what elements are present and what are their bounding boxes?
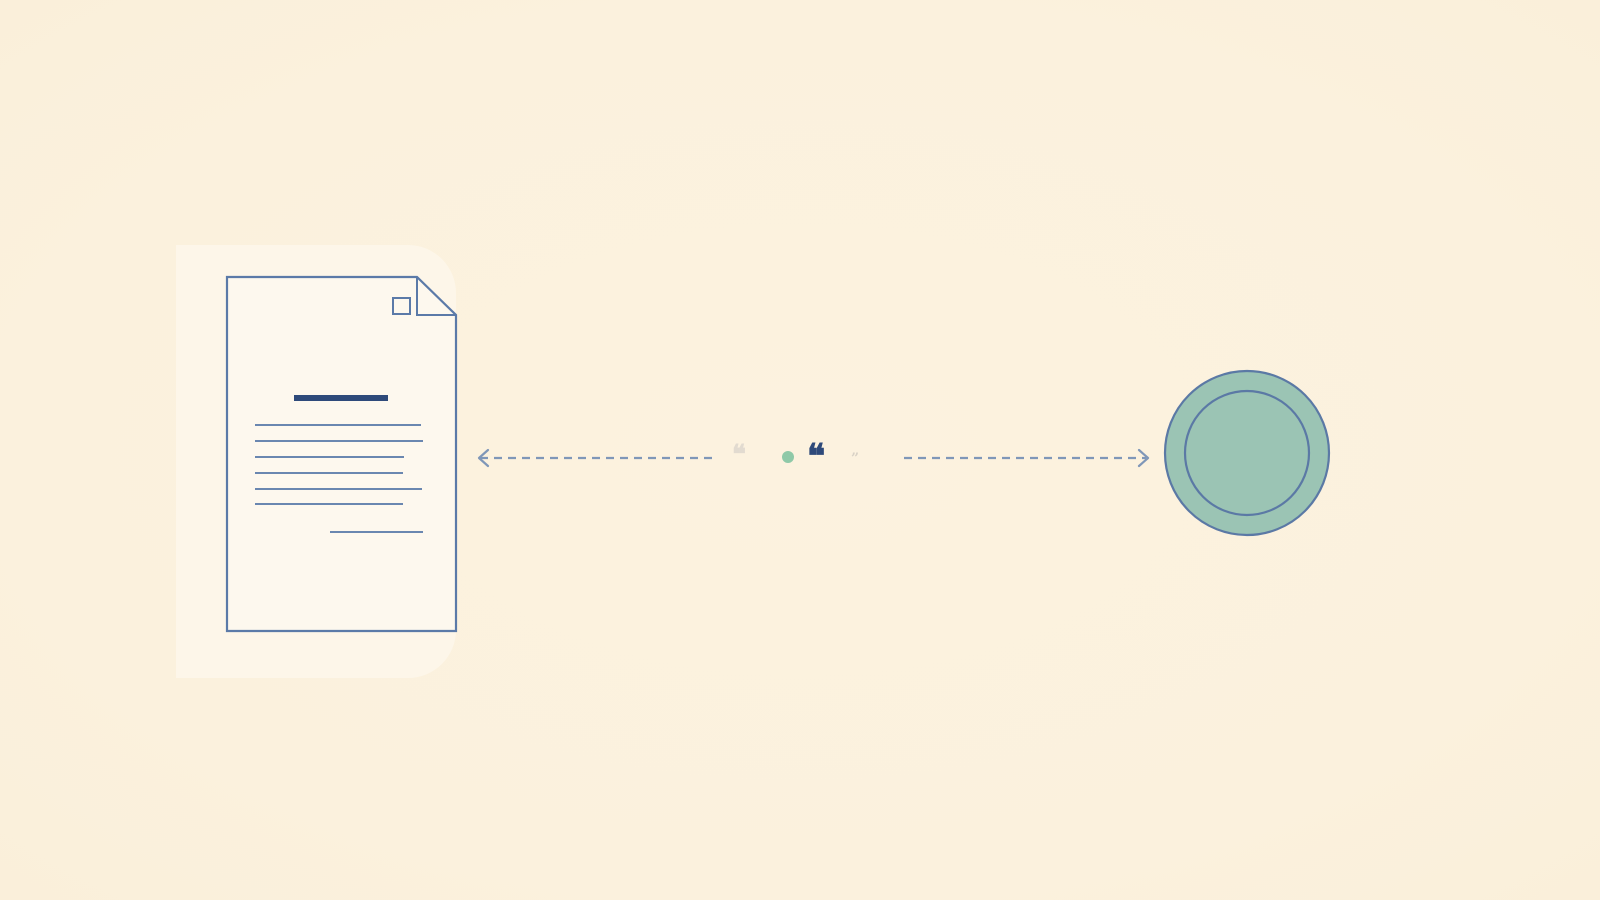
document-icon — [225, 275, 458, 633]
arrowhead-right — [1137, 448, 1150, 468]
status-dot — [782, 451, 794, 463]
document-outline — [225, 275, 458, 633]
circle-inner — [1183, 389, 1311, 517]
circle-node-icon — [1163, 369, 1331, 537]
quote-icon: ❝ — [807, 437, 826, 477]
document-corner-square-icon — [392, 297, 411, 315]
document-fold — [416, 277, 456, 316]
quote-faint-icon: ❝ — [732, 440, 746, 470]
arrowhead-left — [477, 448, 490, 468]
arrow-right-icon — [904, 448, 1150, 468]
circle-outer — [1163, 369, 1331, 537]
quote-tiny-icon: ” — [851, 451, 860, 467]
arrow-left-icon — [477, 448, 712, 468]
